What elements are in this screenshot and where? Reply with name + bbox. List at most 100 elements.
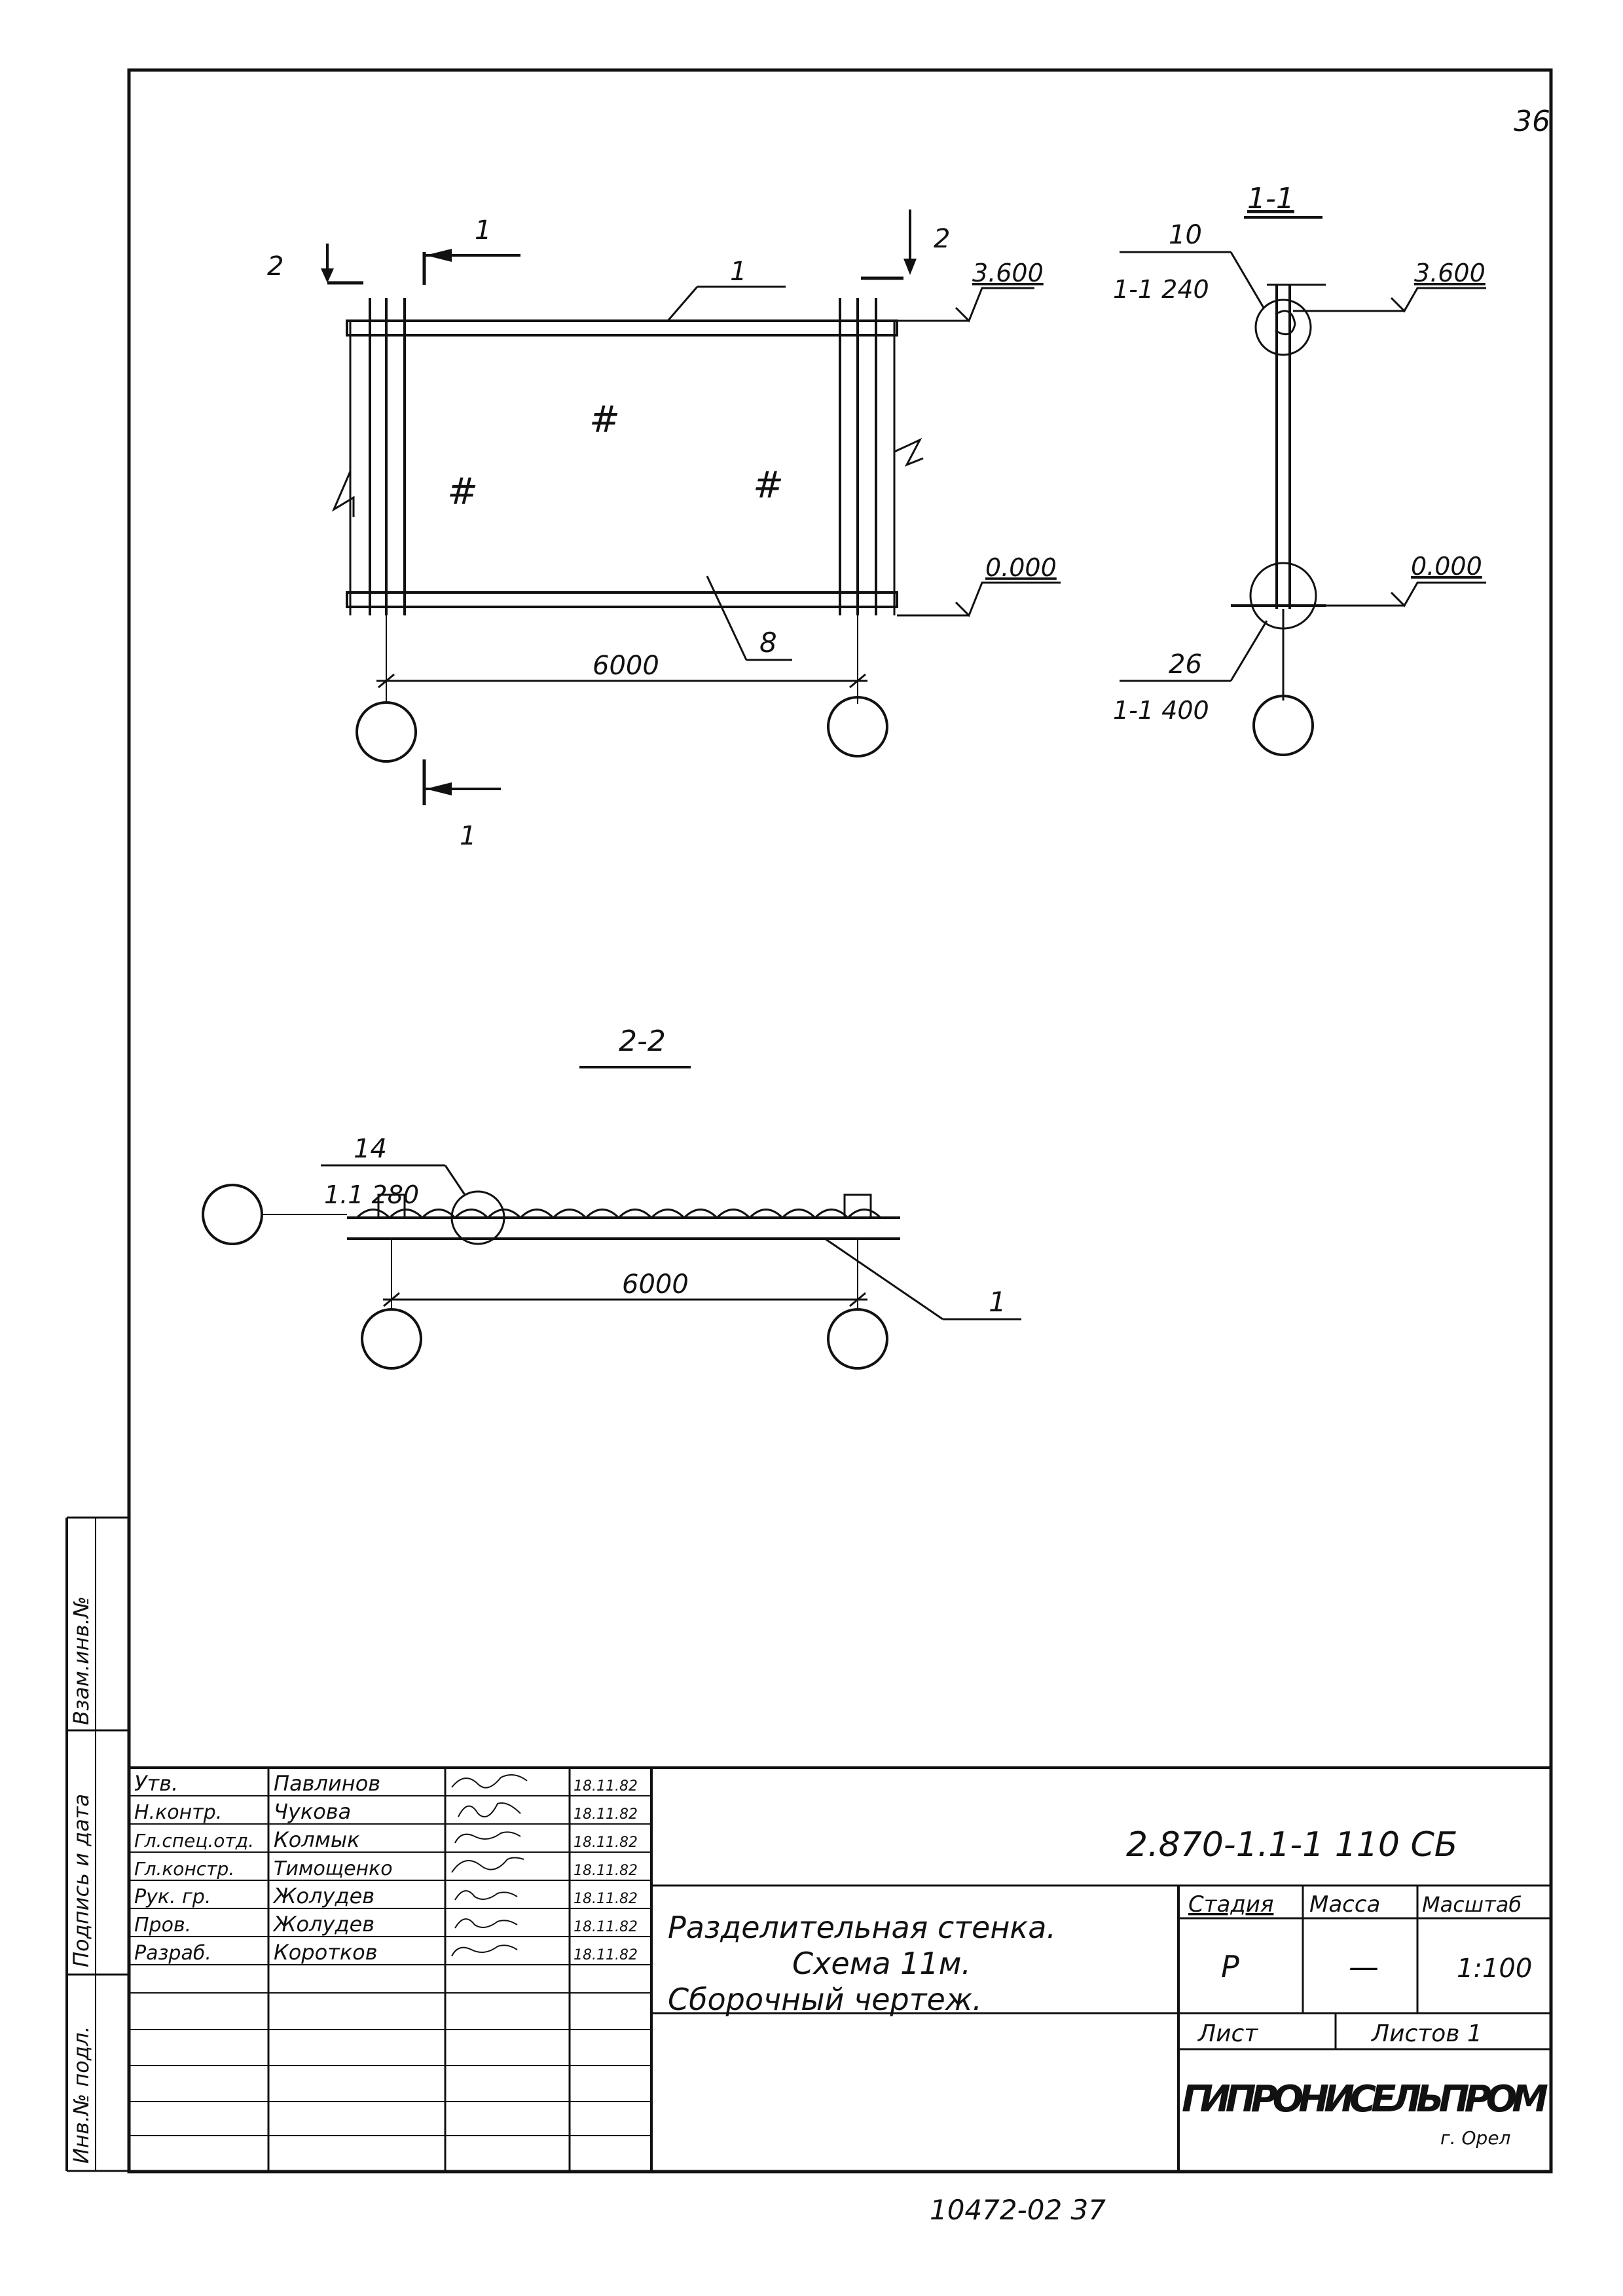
node-number: 26 bbox=[1169, 649, 1202, 680]
level-top: 3.600 bbox=[1414, 259, 1486, 287]
signature-name: Чукова bbox=[274, 1799, 351, 1824]
organization-name: ГИПРОНИСЕЛЬПРОМ bbox=[1182, 2078, 1548, 2121]
side-stamp: Взам.инв.№ Подпись и дата Инв.№ подл. bbox=[69, 1596, 94, 2164]
stage-header: Стадия bbox=[1188, 1891, 1273, 1918]
drawing-title-line2: Схема 11м. bbox=[792, 1946, 971, 1981]
signature-role: Гл.спец.отд. bbox=[134, 1830, 254, 1851]
node-circle bbox=[1249, 562, 1317, 630]
level-bottom: 0.000 bbox=[985, 553, 1057, 582]
section-marker-2: 2 bbox=[934, 224, 950, 254]
signature-date: 18.11.82 bbox=[574, 1863, 638, 1879]
grid-axis-bubble bbox=[827, 1308, 888, 1370]
signature-date: 18.11.82 bbox=[574, 1806, 638, 1823]
signature-name: Жолудев bbox=[272, 1912, 374, 1937]
signature-name: Колмык bbox=[274, 1827, 360, 1852]
section-marker-1: 1 bbox=[460, 821, 476, 851]
hash-mark: # bbox=[753, 464, 784, 507]
stage-value: Р bbox=[1221, 1949, 1239, 1984]
sheet-frame bbox=[127, 68, 1553, 2174]
handwritten-signature bbox=[454, 1918, 518, 1929]
node-number: 10 bbox=[1169, 220, 1202, 250]
section-arrow bbox=[426, 249, 452, 262]
node-number: 14 bbox=[354, 1134, 387, 1164]
grid-axis-bubble bbox=[827, 696, 888, 757]
column-plan bbox=[377, 1194, 406, 1219]
handwritten-signature bbox=[451, 1857, 524, 1873]
node-reference: 1.1 280 bbox=[324, 1180, 419, 1209]
elevation-view: # # # 2 2 1 1 1 8 3.600 bbox=[267, 210, 1061, 851]
side-stamp-inventory: Инв.№ подл. bbox=[69, 2026, 94, 2164]
slab-label: 8 bbox=[759, 627, 777, 659]
hash-mark: # bbox=[447, 471, 478, 513]
scale-value: 1:100 bbox=[1457, 1954, 1532, 1984]
signature-role: Утв. bbox=[134, 1771, 178, 1796]
node-reference: 1-1 240 bbox=[1113, 275, 1209, 304]
sheets-label: Листов 1 bbox=[1370, 2020, 1482, 2047]
title-block: Утв. Павлинов 18.11.82 Н.контр. Чукова 1… bbox=[129, 1766, 1551, 2171]
side-stamp-replacement: Взам.инв.№ bbox=[69, 1596, 94, 1725]
sheet-label: Лист bbox=[1197, 2020, 1258, 2047]
drawing-title-line3: Сборочный чертеж. bbox=[668, 1982, 982, 2017]
signature-name: Коротков bbox=[274, 1940, 378, 1965]
bottom-beam bbox=[346, 591, 898, 608]
signature-date: 18.11.82 bbox=[574, 1919, 638, 1935]
signature-name: Павлинов bbox=[274, 1771, 380, 1796]
level-bottom: 0.000 bbox=[1411, 552, 1482, 581]
section-arrow bbox=[321, 268, 334, 283]
organization-city: г. Орел bbox=[1440, 2127, 1511, 2149]
signature-role: Пров. bbox=[134, 1914, 191, 1937]
beam-label: 1 bbox=[730, 257, 746, 287]
section-arrow bbox=[426, 782, 452, 795]
section-title: 2-2 bbox=[619, 1025, 666, 1058]
beam-label: 1 bbox=[989, 1286, 1006, 1318]
section-marker-1: 1 bbox=[475, 215, 491, 246]
side-stamp-signature: Подпись и дата bbox=[69, 1794, 94, 1967]
node-reference: 1-1 400 bbox=[1113, 696, 1209, 725]
hash-mark: # bbox=[589, 399, 620, 441]
span-dimension: 6000 bbox=[622, 1269, 689, 1300]
break-line-right bbox=[894, 437, 924, 467]
handwritten-signature bbox=[451, 1774, 528, 1789]
document-code: 2.870-1.1-1 110 СБ bbox=[1126, 1825, 1457, 1865]
signature-role: Рук. гр. bbox=[134, 1886, 211, 1908]
signature-date: 18.11.82 bbox=[574, 1947, 638, 1963]
level-mark bbox=[1390, 581, 1486, 608]
level-mark bbox=[955, 581, 1061, 617]
section-2-2: 2-2 14 1.1 280 6000 1 bbox=[202, 1025, 1021, 1370]
footer-number: 10472-02 37 bbox=[930, 2194, 1106, 2226]
signature-date: 18.11.82 bbox=[574, 1778, 638, 1795]
handwritten-signature bbox=[451, 1944, 518, 1957]
span-dimension: 6000 bbox=[593, 651, 659, 681]
signature-role: Гл.констр. bbox=[134, 1858, 234, 1880]
level-top: 3.600 bbox=[972, 259, 1044, 287]
grid-axis-bubble bbox=[1252, 695, 1314, 756]
signature-role: Н.контр. bbox=[134, 1801, 222, 1824]
signature-name: Тимощенко bbox=[274, 1857, 393, 1880]
grid-axis-bubble bbox=[356, 701, 417, 763]
level-mark bbox=[1390, 287, 1486, 313]
grid-axis-bubble bbox=[202, 1184, 263, 1245]
mass-value: — bbox=[1349, 1949, 1379, 1984]
mass-header: Масса bbox=[1309, 1891, 1380, 1918]
section-marker-2: 2 bbox=[267, 251, 283, 282]
handwritten-signature bbox=[454, 1890, 518, 1901]
page-number: 36 bbox=[1514, 105, 1550, 138]
section-title: 1-1 bbox=[1247, 182, 1294, 215]
drawing-title-line1: Разделительная стенка. bbox=[668, 1910, 1056, 1945]
top-beam bbox=[346, 319, 898, 337]
signature-name: Жолудев bbox=[272, 1884, 374, 1908]
node-circle bbox=[1254, 299, 1312, 356]
signature-role: Разраб. bbox=[134, 1942, 211, 1965]
node-circle bbox=[450, 1190, 505, 1245]
grid-axis-bubble bbox=[361, 1308, 422, 1370]
break-line-left bbox=[331, 471, 355, 517]
signature-date: 18.11.82 bbox=[574, 1891, 638, 1907]
column-plan bbox=[843, 1194, 872, 1219]
signature-date: 18.11.82 bbox=[574, 1834, 638, 1851]
handwritten-signature bbox=[458, 1802, 521, 1817]
handwritten-signature bbox=[454, 1831, 521, 1844]
level-mark bbox=[955, 287, 1034, 323]
scale-header: Масштаб bbox=[1422, 1892, 1522, 1917]
section-1-1: 1-1 10 1-1 240 26 1-1 400 3.600 0.000 bbox=[1113, 182, 1486, 756]
